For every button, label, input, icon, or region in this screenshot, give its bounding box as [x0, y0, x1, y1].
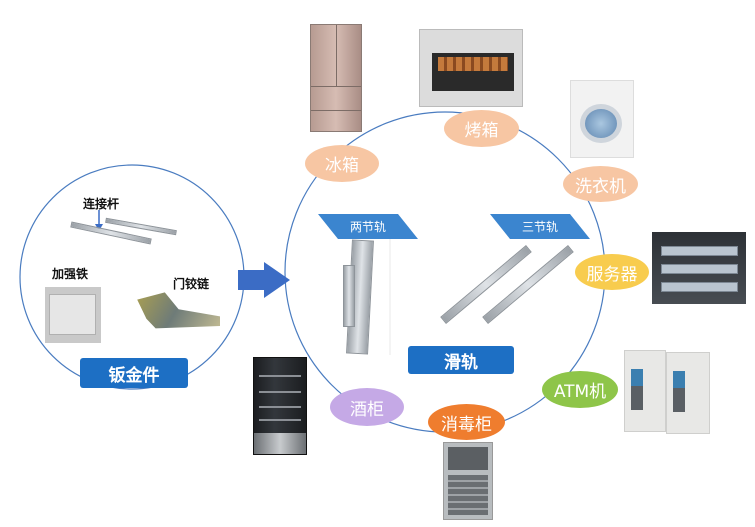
wine-cabinet-image — [253, 357, 307, 455]
bubble-wine-cabinet: 酒柜 — [330, 388, 404, 426]
refrigerator-image — [310, 24, 362, 132]
slide-rail-title: 滑轨 — [408, 346, 514, 374]
arrow-icon — [238, 262, 290, 298]
sheet-metal-title: 钣金件 — [80, 358, 188, 388]
bubble-washing-machine: 洗衣机 — [563, 166, 638, 202]
server-image — [652, 232, 746, 304]
three-section-rail-image — [430, 240, 580, 330]
connecting-rod-image — [70, 217, 180, 260]
bubble-sterilizer: 消毒柜 — [428, 404, 505, 440]
atm-image — [624, 350, 666, 432]
washing-machine-image — [570, 80, 634, 158]
two-section-rail-image — [335, 239, 385, 355]
reinforcement-plate-image — [45, 287, 101, 343]
reinforcement-label: 加强铁 — [52, 267, 89, 281]
sterilizer-cabinet-image — [443, 442, 493, 520]
door-hinge-label: 门铰链 — [173, 277, 210, 291]
bubble-atm: ATM机 — [542, 371, 618, 408]
connecting-rod-label: 连接杆 — [83, 197, 120, 211]
bubble-refrigerator: 冰箱 — [305, 145, 379, 182]
bubble-oven: 烤箱 — [444, 110, 519, 147]
oven-image — [419, 29, 523, 107]
atm-image-2 — [666, 352, 710, 434]
bubble-server: 服务器 — [575, 254, 649, 290]
